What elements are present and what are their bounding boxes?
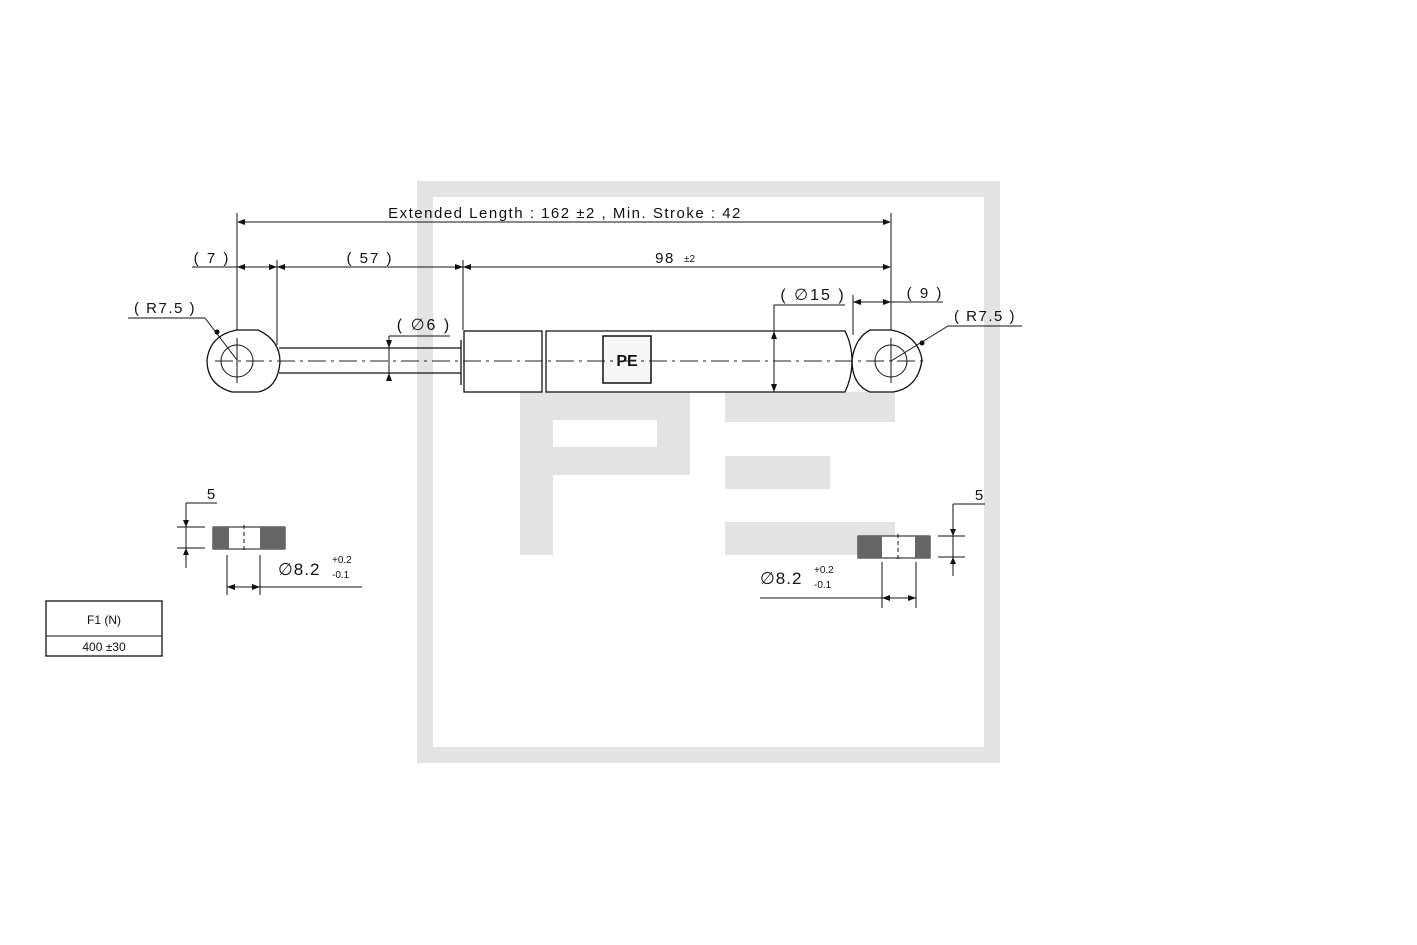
right-eye: ( 9 ) ( R7.5 ) <box>851 285 1022 393</box>
piston-rod: ( ∅6 ) <box>279 317 461 381</box>
pe-watermark <box>417 181 1000 763</box>
left-bore-tol-lower: -0.1 <box>332 570 350 581</box>
radius-left-label: ( R7.5 ) <box>134 300 196 317</box>
extended-length-label: Extended Length : 162 ±2 , Min. Stroke :… <box>388 205 742 222</box>
eye-left-dim: ( 7 ) <box>194 250 231 267</box>
body-diameter-label: ( ∅15 ) <box>780 287 845 304</box>
right-bore-tol-lower: -0.1 <box>814 580 832 591</box>
body-length-dim: 98 <box>655 250 675 267</box>
extended-length-dimension: Extended Length : 162 ±2 , Min. Stroke :… <box>236 205 892 330</box>
left-eye-section-detail: 5 ∅8.2 +0.2 -0.1 <box>177 486 362 595</box>
left-bore-label: ∅8.2 <box>278 560 320 579</box>
right-eye-section-detail: 5 ∅8.2 +0.2 -0.1 <box>760 487 985 608</box>
right-bore-label: ∅8.2 <box>760 569 802 588</box>
left-thickness-label: 5 <box>207 486 215 503</box>
rod-diameter-label: ( ∅6 ) <box>397 317 451 334</box>
rod-length-dim: ( 57 ) <box>346 250 393 267</box>
body-length-tol: ±2 <box>684 254 695 265</box>
left-bore-tol-upper: +0.2 <box>332 555 352 566</box>
force-table-value: 400 ±30 <box>82 640 126 654</box>
pe-logo-box <box>602 335 652 384</box>
eye-right-dim: ( 9 ) <box>907 285 944 302</box>
force-table: F1 (N) 400 ±30 <box>45 600 163 657</box>
segment-dimensions: ( 7 ) ( 57 ) 98 ±2 <box>192 250 891 345</box>
force-table-header: F1 (N) <box>87 613 121 627</box>
right-bore-tol-upper: +0.2 <box>814 565 834 576</box>
left-eye: ( R7.5 ) <box>128 300 281 393</box>
radius-right-label: ( R7.5 ) <box>954 308 1016 325</box>
right-thickness-label: 5 <box>975 487 983 504</box>
cylinder-body: PE ( ∅15 ) <box>460 287 853 393</box>
